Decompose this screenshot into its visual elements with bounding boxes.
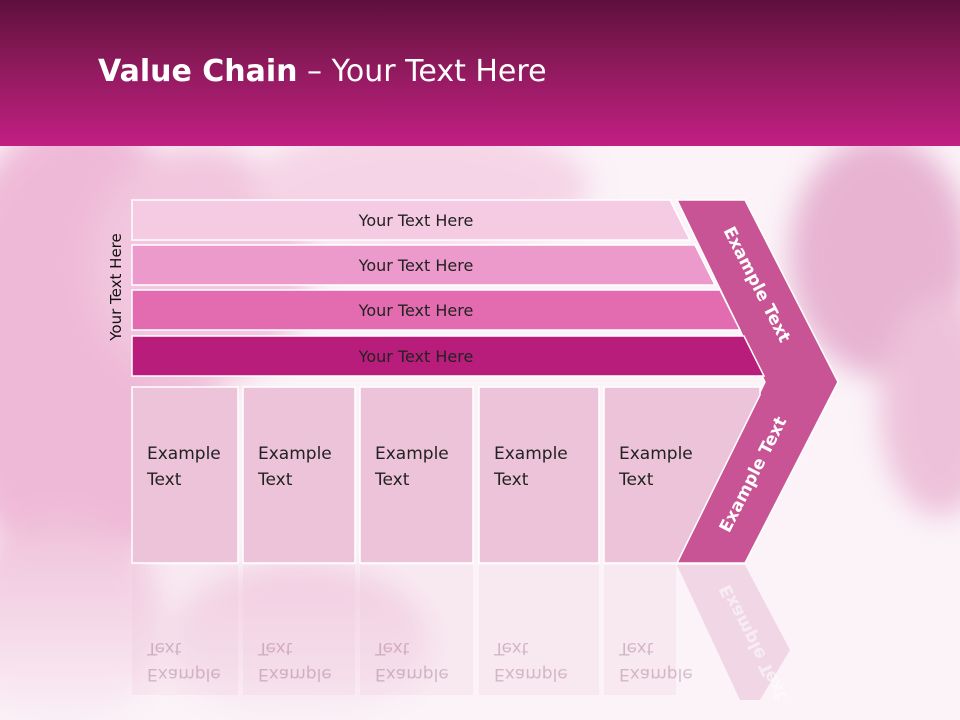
chevron-reflection: [677, 565, 790, 700]
title-bold: Value Chain: [98, 54, 298, 89]
bar-1-label: Your Text Here: [358, 211, 474, 230]
cell-4: [478, 386, 600, 564]
cell-4-reflection: [479, 565, 599, 695]
title-rest: – Your Text Here: [297, 54, 547, 89]
cell-1-reflection: [132, 565, 238, 695]
cell-1: [131, 386, 239, 564]
bar-1: [131, 199, 692, 241]
page-title: Value Chain – Your Text Here: [98, 54, 547, 89]
bar-2-label: Your Text Here: [358, 256, 474, 275]
bar-4-label: Your Text Here: [358, 347, 474, 366]
header-bar: [0, 0, 960, 146]
cell-2-reflection: [243, 565, 355, 695]
cell-5: [603, 386, 761, 564]
bar-3: [131, 289, 742, 331]
cell-5-reflection: [604, 565, 676, 695]
cell-2: [242, 386, 356, 564]
cell-3-label-reflection: ExampleText: [374, 638, 449, 684]
bar-3-label: Your Text Here: [358, 301, 474, 320]
cell-2-label-reflection: ExampleText: [257, 638, 332, 684]
bar-2: [131, 244, 717, 286]
cell-4-label-reflection: ExampleText: [493, 638, 568, 684]
cell-3: [359, 386, 474, 564]
chevron-shape: [675, 199, 839, 564]
cell-3-reflection: [360, 565, 473, 695]
cell-5-label-reflection: ExampleText: [618, 638, 693, 684]
bar-4: [131, 335, 766, 377]
cell-1-label-reflection: ExampleText: [146, 638, 221, 684]
